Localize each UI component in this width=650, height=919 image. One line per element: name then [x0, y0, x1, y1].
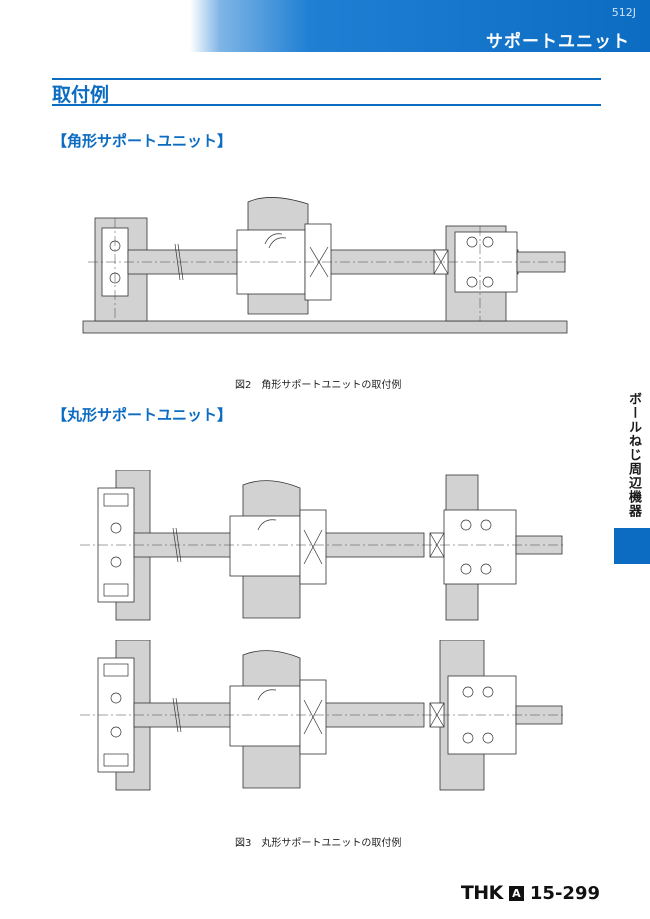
right-bearing-block	[443, 509, 517, 585]
side-tab-marker	[614, 528, 650, 564]
volume-mark: A	[508, 885, 524, 901]
ball-nut	[229, 685, 301, 747]
section-title: 取付例	[52, 84, 110, 106]
square-unit-heading: 【角形サポートユニット】	[52, 132, 233, 150]
header-title: サポートユニット	[486, 32, 630, 52]
base-plate	[82, 320, 568, 334]
round-unit-figure-upper	[80, 470, 566, 621]
side-tab-label: ボールねじ周辺機器	[626, 392, 641, 518]
page-code: 512J	[611, 6, 636, 19]
section-rule-top	[52, 78, 601, 80]
brand-logo: THK	[460, 882, 504, 904]
square-unit-caption: 図2 角形サポートユニットの取付例	[235, 380, 402, 391]
round-unit-caption: 図3 丸形サポートユニットの取付例	[235, 838, 402, 849]
header-band	[190, 0, 650, 52]
footer: THK A 15-299	[461, 881, 600, 905]
square-unit-figure	[82, 197, 568, 334]
round-unit-figure-lower	[80, 640, 566, 791]
ball-nut	[229, 515, 301, 577]
section-rule-bottom	[52, 104, 601, 106]
page-number: 15-299	[529, 882, 600, 904]
round-unit-heading: 【丸形サポートユニット】	[52, 406, 233, 424]
